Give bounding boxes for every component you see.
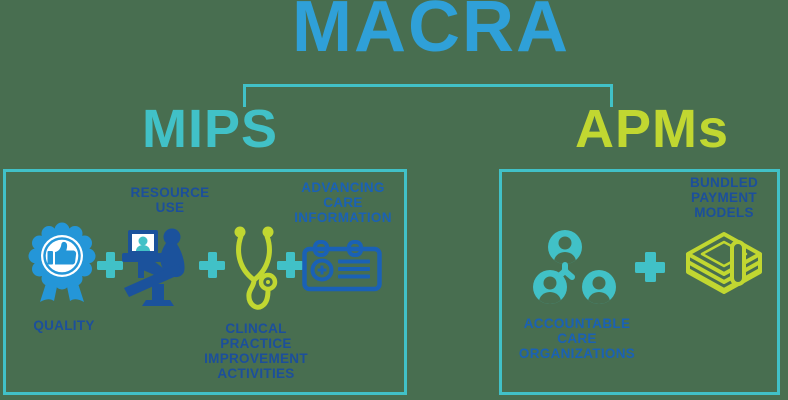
page-title: MACRA [292, 0, 570, 67]
certificate-card-icon [302, 240, 382, 292]
plus-icon [635, 252, 665, 282]
mips-box [3, 169, 407, 395]
plus-icon [97, 252, 123, 278]
label-quality: QUALITY [33, 318, 95, 333]
apms-box [499, 169, 780, 395]
heading-mips: MIPS [141, 99, 279, 159]
stethoscope-icon [234, 226, 278, 310]
label-advancing-care-information: ADVANCING CARE INFORMATION [294, 180, 392, 225]
label-accountable-care-organizations: ACCOUNTABLE CARE ORGANIZATIONS [518, 316, 636, 361]
money-stack-icon [686, 232, 762, 294]
patient-chair-computer-icon [122, 228, 185, 306]
plus-icon [199, 252, 225, 278]
bracket-left-stub [243, 84, 246, 107]
heading-apms: APMs [574, 99, 730, 159]
bracket-right-stub [610, 84, 613, 107]
label-clinical-practice-improvement-activities: CLINCAL PRACTICE IMPROVEMENT ACTIVITIES [204, 321, 308, 381]
award-ribbon-thumbs-up-icon [28, 222, 96, 302]
plus-icon [277, 252, 303, 278]
people-network-icon [528, 228, 618, 306]
label-resource-use: RESOURCE USE [130, 185, 210, 215]
label-bundled-payment-models: BUNDLED PAYMENT MODELS [689, 175, 759, 220]
bracket-horizontal-line [243, 84, 613, 87]
